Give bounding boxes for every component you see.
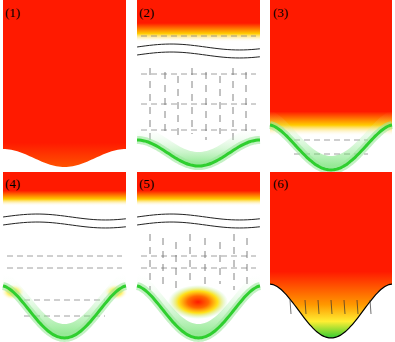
interface — [137, 126, 260, 166]
fluid-region — [270, 0, 392, 136]
velocity-vector — [150, 68, 246, 140]
velocity-vector — [150, 234, 247, 290]
mesh-line — [7, 256, 122, 268]
fluid-region — [3, 172, 126, 206]
velocity-vector — [290, 300, 371, 314]
axis-break — [137, 44, 260, 58]
axis-break — [3, 214, 126, 228]
fluid-region — [3, 0, 126, 167]
mesh-line — [141, 256, 256, 268]
panel-label: (3) — [273, 6, 288, 19]
panel-label: (5) — [139, 177, 154, 190]
mesh-line — [141, 36, 256, 130]
axis-break — [137, 214, 260, 228]
fluid-region — [270, 172, 392, 338]
panel-label: (1) — [5, 6, 20, 19]
panel-label: (2) — [139, 6, 154, 19]
panel-label: (6) — [273, 177, 288, 190]
interface — [3, 272, 126, 338]
fluid-region — [137, 172, 260, 206]
fluid-region — [137, 0, 260, 42]
interface — [270, 111, 392, 170]
interface — [137, 272, 260, 338]
panel-label: (4) — [5, 177, 20, 190]
